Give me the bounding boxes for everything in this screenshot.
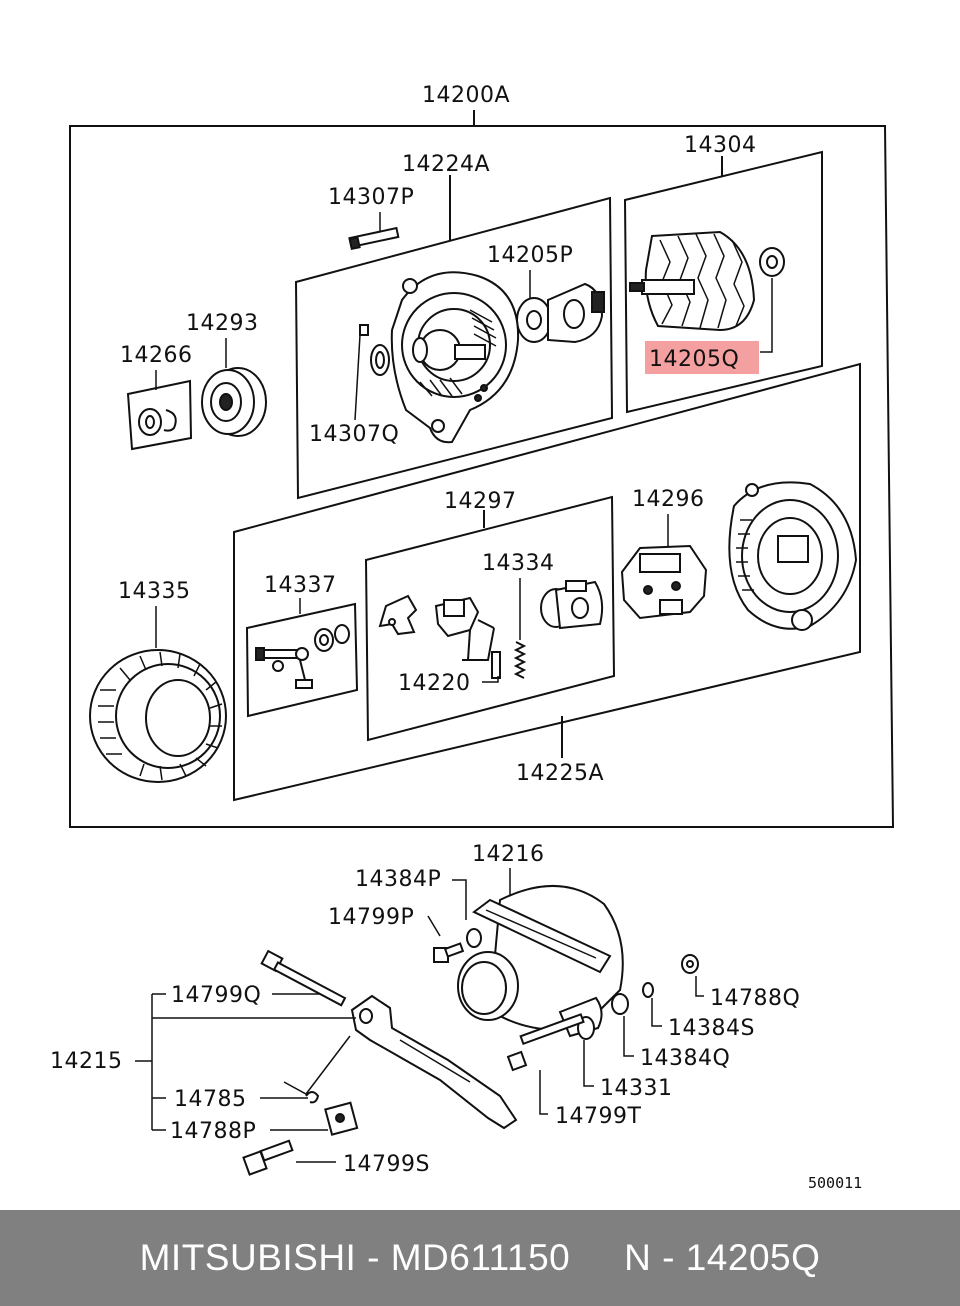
label-14788Q: 14788Q (710, 986, 800, 1011)
label-14799P: 14799P (328, 905, 414, 930)
bolt-14799Q-drawing (260, 949, 347, 1007)
label-14384P: 14384P (355, 867, 441, 892)
label-14335: 14335 (118, 579, 191, 604)
label-14307Q: 14307Q (309, 422, 399, 447)
panel-rear-frame (294, 196, 614, 500)
label-14307P: 14307P (328, 185, 414, 210)
label-14331: 14331 (600, 1076, 673, 1101)
label-14216: 14216 (472, 842, 545, 867)
panel-front-frame (364, 495, 616, 742)
label-14799S: 14799S (343, 1152, 430, 1177)
stud-14307Q-drawing (354, 324, 390, 421)
part-number-caption: MITSUBISHI - MD611150 N - 14205Q (139, 1237, 821, 1278)
holder-drawing (540, 580, 604, 630)
label-14384Q: 14384Q (640, 1046, 730, 1071)
label-14334: 14334 (482, 551, 555, 576)
terminal-kit-drawing (255, 624, 350, 689)
bolt-14799T-drawing (506, 1013, 585, 1072)
alternator-body-drawing (457, 884, 624, 1038)
label-14384S: 14384S (668, 1016, 755, 1041)
bearing-14205P-drawing (516, 282, 605, 344)
drawing-number: 500011 (808, 1174, 862, 1192)
label-14785: 14785 (174, 1087, 247, 1112)
label-14304: 14304 (684, 133, 757, 158)
label-14293: 14293 (186, 311, 259, 336)
label-14224A: 14224A (402, 152, 490, 177)
washer-14384Q-drawing (611, 993, 629, 1015)
label-14205Q: 14205Q (649, 347, 739, 372)
label-14205P: 14205P (487, 243, 573, 268)
assembly-frame (69, 125, 895, 828)
bolt-14307P-drawing (348, 226, 400, 251)
highlight-14205Q (645, 341, 759, 374)
label-14799Q: 14799Q (171, 983, 261, 1008)
stator-drawing (89, 649, 227, 783)
label-14788P: 14788P (170, 1119, 256, 1144)
label-14266: 14266 (120, 343, 193, 368)
front-frame-drawing (728, 481, 858, 631)
rear-frame-drawing (390, 271, 520, 444)
panel-front-assembly (233, 362, 861, 802)
label-14220: 14220 (398, 671, 471, 696)
nut-14266-drawing (138, 408, 177, 436)
label-14799T: 14799T (555, 1104, 641, 1129)
brush-holder-drawing (620, 544, 708, 620)
nut-14788P-drawing (324, 1101, 359, 1136)
washer-14384S-drawing (642, 982, 654, 998)
label-14225A: 14225A (516, 761, 604, 786)
panel-rotor (623, 150, 823, 414)
nut-14788Q-drawing (681, 954, 699, 974)
label-14215: 14215 (50, 1049, 123, 1074)
label-14200A: 14200A (422, 83, 510, 108)
label-14296: 14296 (632, 487, 705, 512)
parts-diagram: 14200A 14224A 14304 14307P 14205P (50, 83, 895, 1192)
brush-plate-drawing (378, 594, 501, 679)
label-14297: 14297 (444, 489, 517, 514)
footer-bar: MITSUBISHI - MD611150 N - 14205Q (0, 1210, 960, 1306)
nut-14266-box (126, 379, 193, 451)
spring-14334-drawing (513, 641, 527, 679)
washer-14384P-drawing (466, 928, 482, 948)
brace-14215-drawing (350, 994, 518, 1130)
pulley-drawing (201, 367, 267, 437)
bolt-14799S-drawing (242, 1139, 294, 1176)
panel-terminal-kit (245, 602, 359, 718)
rotor-drawing (629, 230, 785, 353)
clip-14785-drawing (283, 1035, 351, 1104)
label-14337: 14337 (264, 573, 337, 598)
bolt-14799P-drawing (433, 942, 465, 963)
